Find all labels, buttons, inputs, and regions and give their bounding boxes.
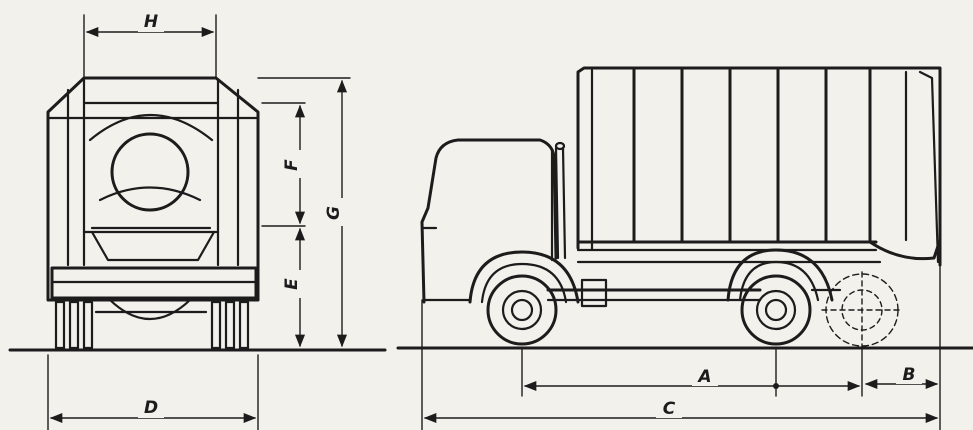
dimension-label-d: D [144, 398, 158, 418]
side-view: A B C [396, 66, 973, 430]
dimension-c: C [421, 299, 939, 430]
dimension-e: E [282, 227, 307, 348]
rear-view: H F E G D [8, 10, 387, 430]
dimension-label-b: B [903, 365, 916, 385]
rear-wheel [726, 248, 834, 346]
dimension-label-f: F [282, 159, 302, 171]
dimension-d: D [47, 354, 259, 430]
dimension-a: A [521, 347, 863, 397]
dimension-label-h: H [144, 12, 158, 32]
front-wheel [468, 250, 580, 346]
compactor-body [576, 66, 942, 267]
dimension-g: G [257, 77, 351, 348]
cab [420, 138, 567, 304]
dimension-label-e: E [282, 278, 302, 290]
dimension-label-c: C [663, 399, 676, 419]
rear-view-body [46, 76, 260, 350]
dimension-h: H [83, 10, 217, 79]
dimension-f: F [261, 102, 307, 227]
dimension-b: B [864, 264, 941, 430]
chassis [546, 278, 842, 308]
dimension-label-g: G [324, 206, 344, 220]
dimension-label-a: A [696, 367, 711, 387]
tag-axle-wheel [821, 271, 903, 349]
